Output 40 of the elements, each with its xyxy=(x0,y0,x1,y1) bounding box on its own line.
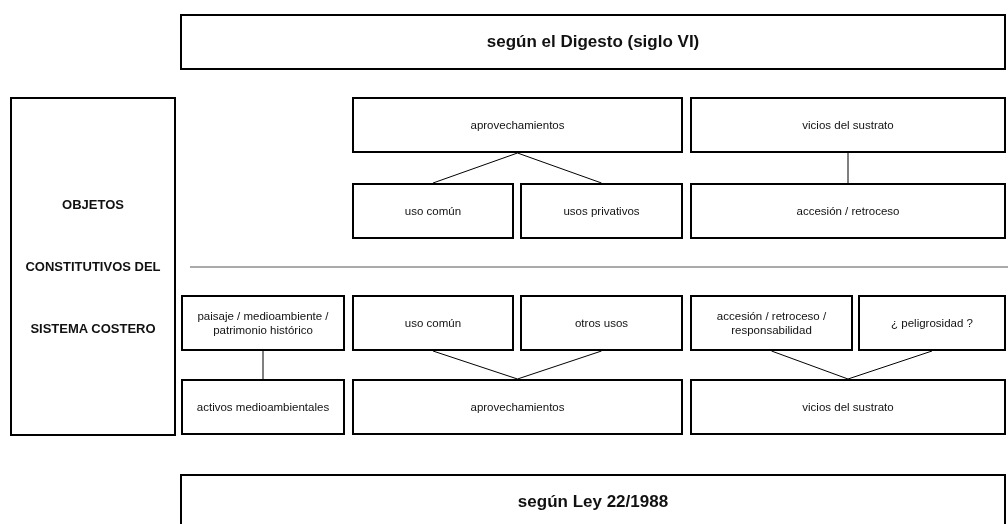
connector-line xyxy=(262,350,264,380)
box-label: vicios del sustrato xyxy=(802,117,894,133)
box-label: OBJETOS CONSTITUTIVOS DEL SISTEMA COSTERO xyxy=(24,195,162,338)
concept-box xyxy=(520,295,683,351)
concept-box xyxy=(858,295,1006,351)
concept-box xyxy=(181,379,345,435)
connector-line xyxy=(517,350,602,380)
box-label: aprovechamientos xyxy=(470,399,565,415)
concept-box xyxy=(690,379,1006,435)
category-box xyxy=(10,97,176,436)
box-label: accesión / retroceso xyxy=(796,203,900,219)
box-label: paisaje / medioambiente / patrimonio histórico xyxy=(196,308,330,338)
concept-box xyxy=(520,183,683,239)
heading-text: según Ley 22/1988 xyxy=(517,491,669,513)
concept-box xyxy=(352,295,514,351)
concept-box xyxy=(690,183,1006,239)
concept-box xyxy=(690,295,853,351)
connector-line xyxy=(847,350,933,380)
connector-line xyxy=(847,152,849,184)
box-label: usos privativos xyxy=(563,203,640,219)
box-label: vicios del sustrato xyxy=(802,399,894,415)
concept-box xyxy=(352,183,514,239)
connector-line xyxy=(771,350,849,380)
heading-text: según el Digesto (siglo VI) xyxy=(486,31,700,53)
box-label: uso común xyxy=(404,315,462,331)
box-label: uso común xyxy=(404,203,462,219)
concept-box xyxy=(181,295,345,351)
box-label: activos medioambientales xyxy=(196,399,330,415)
box-label: ¿ peligrosidad ? xyxy=(891,315,973,331)
concept-box xyxy=(352,379,683,435)
concept-box xyxy=(352,97,683,153)
connector-line xyxy=(517,152,602,184)
box-label: accesión / retroceso / responsabilidad xyxy=(715,308,828,338)
connector-line xyxy=(432,152,518,184)
heading-box xyxy=(180,474,1006,524)
box-label: otros usos xyxy=(574,315,629,331)
concept-box xyxy=(690,97,1006,153)
box-label: aprovechamientos xyxy=(470,117,565,133)
connector-line xyxy=(432,350,518,380)
heading-box xyxy=(180,14,1006,70)
